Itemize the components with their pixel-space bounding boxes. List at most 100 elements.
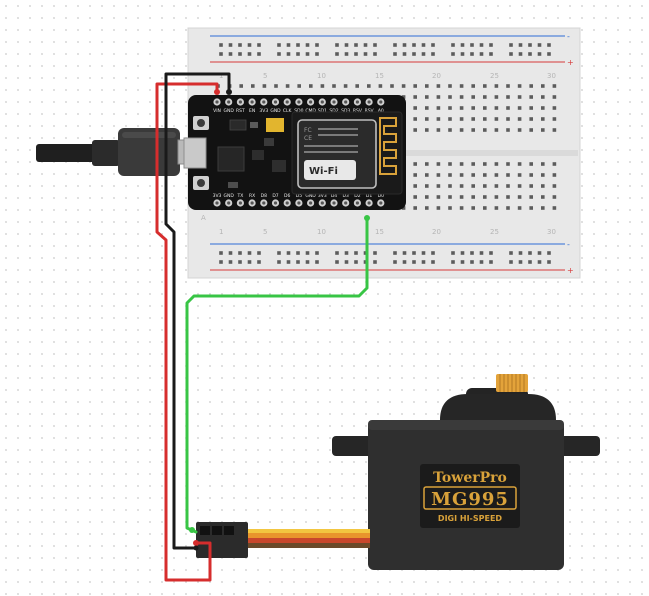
breadboard-hole	[506, 184, 510, 188]
breadboard-hole	[517, 173, 522, 177]
breadboard-hole	[459, 106, 464, 110]
breadboard-hole	[425, 173, 429, 177]
rail-hole	[363, 52, 368, 56]
nodemcu-top-pin-hole	[320, 100, 324, 104]
servo-right-flange	[560, 436, 600, 456]
nodemcu-bottom-pin-label: RX	[249, 193, 255, 199]
breadboard-hole	[471, 95, 475, 99]
rail-hole	[479, 52, 484, 56]
breadboard-hole	[436, 117, 441, 121]
smd-part-5	[228, 182, 238, 188]
breadboard-hole	[506, 95, 510, 99]
rail-hole	[451, 260, 455, 264]
rail-hole	[509, 251, 513, 255]
breadboard-hole	[494, 117, 499, 121]
esp-text-line-3	[304, 145, 358, 147]
breadboard-hole	[506, 206, 510, 210]
rail-hole	[479, 260, 484, 264]
nodemcu-bottom-pin-label: D1	[366, 193, 372, 199]
rail-hole	[305, 43, 310, 47]
servo-wire-brown	[244, 543, 370, 548]
nodemcu-top-pin-hole	[285, 100, 289, 104]
flash-button-cap	[197, 179, 205, 187]
breadboard-hole	[552, 173, 557, 177]
breadboard-hole	[425, 128, 429, 132]
nodemcu-top-pin-hole	[227, 100, 231, 104]
rail-hole	[393, 52, 397, 56]
rail-hole	[335, 260, 339, 264]
rail-hole	[354, 43, 358, 47]
rail-hole	[335, 43, 339, 47]
breadboard-hole	[448, 84, 452, 88]
breadboard-hole	[401, 84, 406, 88]
nodemcu-bottom-pin-hole	[379, 201, 383, 205]
breadboard-hole	[425, 206, 429, 210]
col-num-top-25: 25	[490, 72, 499, 80]
breadboard-hole	[506, 128, 510, 132]
rail-hole	[489, 43, 493, 47]
breadboard-hole	[413, 117, 417, 121]
rail-hole	[277, 260, 281, 264]
nodemcu-bottom-pin-hole	[227, 201, 231, 205]
nodemcu-bottom-pin-hole	[320, 201, 324, 205]
crystal-component	[266, 118, 284, 132]
servo-cable	[244, 529, 370, 548]
rail-hole	[431, 43, 435, 47]
breadboard-hole	[448, 162, 452, 166]
nodemcu-top-pin-label: SD0	[294, 108, 303, 114]
nodemcu-bottom-pin-hole	[262, 201, 266, 205]
breadboard-hole	[297, 84, 301, 88]
rail-hole	[277, 52, 281, 56]
breadboard-hole	[251, 84, 255, 88]
nodemcu-bottom-pin-hole	[344, 201, 348, 205]
rail-hole	[247, 260, 252, 264]
breadboard-hole	[448, 184, 452, 188]
col-num-bottom-20: 20	[432, 228, 441, 236]
nodemcu-top-pin-hole	[262, 100, 266, 104]
regulator-chip	[229, 119, 247, 131]
breadboard-hole	[529, 128, 533, 132]
rail-hole	[402, 251, 407, 255]
rail-hole	[247, 251, 252, 255]
breadboard-hole	[541, 106, 545, 110]
rail-hole	[547, 260, 551, 264]
rail-hole	[528, 251, 532, 255]
breadboard-hole	[494, 84, 499, 88]
breadboard-hole	[285, 84, 290, 88]
breadboard-hole	[483, 84, 487, 88]
nodemcu-bottom-pin-hole	[250, 201, 254, 205]
breadboard-hole	[459, 84, 464, 88]
rail-hole	[228, 251, 233, 255]
servo-wire-red	[244, 538, 370, 543]
breadboard-hole	[274, 84, 278, 88]
breadboard-hole	[517, 184, 522, 188]
breadboard-hole	[436, 162, 441, 166]
rail-hole	[315, 260, 319, 264]
breadboard-hole	[494, 206, 499, 210]
rail-hole	[547, 251, 551, 255]
nodemcu-bottom-pin-label: TX	[236, 193, 243, 199]
servo-motor: TowerPro MG995 DIGI HI-SPEED	[332, 374, 600, 570]
breadboard-hole	[541, 173, 545, 177]
nodemcu-top-pin-hole	[238, 100, 242, 104]
breadboard-hole	[425, 195, 429, 199]
breadboard-hole	[448, 95, 452, 99]
breadboard-hole	[483, 128, 487, 132]
nodemcu-usb-port	[183, 137, 207, 169]
rail-hole	[315, 251, 319, 255]
rail-hole	[373, 52, 377, 56]
nodemcu-top-pin-hole	[250, 100, 254, 104]
servo-tagline-text: DIGI HI-SPEED	[438, 514, 502, 523]
breadboard-hole	[471, 206, 475, 210]
nodemcu-bottom-pin-hole	[332, 201, 336, 205]
usb-cable-wire	[36, 144, 96, 162]
breadboard-hole	[448, 206, 452, 210]
col-num-bottom-10: 10	[317, 228, 326, 236]
breadboard-hole	[425, 162, 429, 166]
rail-hole	[460, 52, 465, 56]
breadboard-hole	[425, 117, 429, 121]
servo-gear-teeth	[499, 374, 525, 392]
breadboard-hole	[448, 195, 452, 199]
nodemcu-top-pin-label: RST	[236, 108, 245, 114]
rail-hole	[296, 260, 300, 264]
